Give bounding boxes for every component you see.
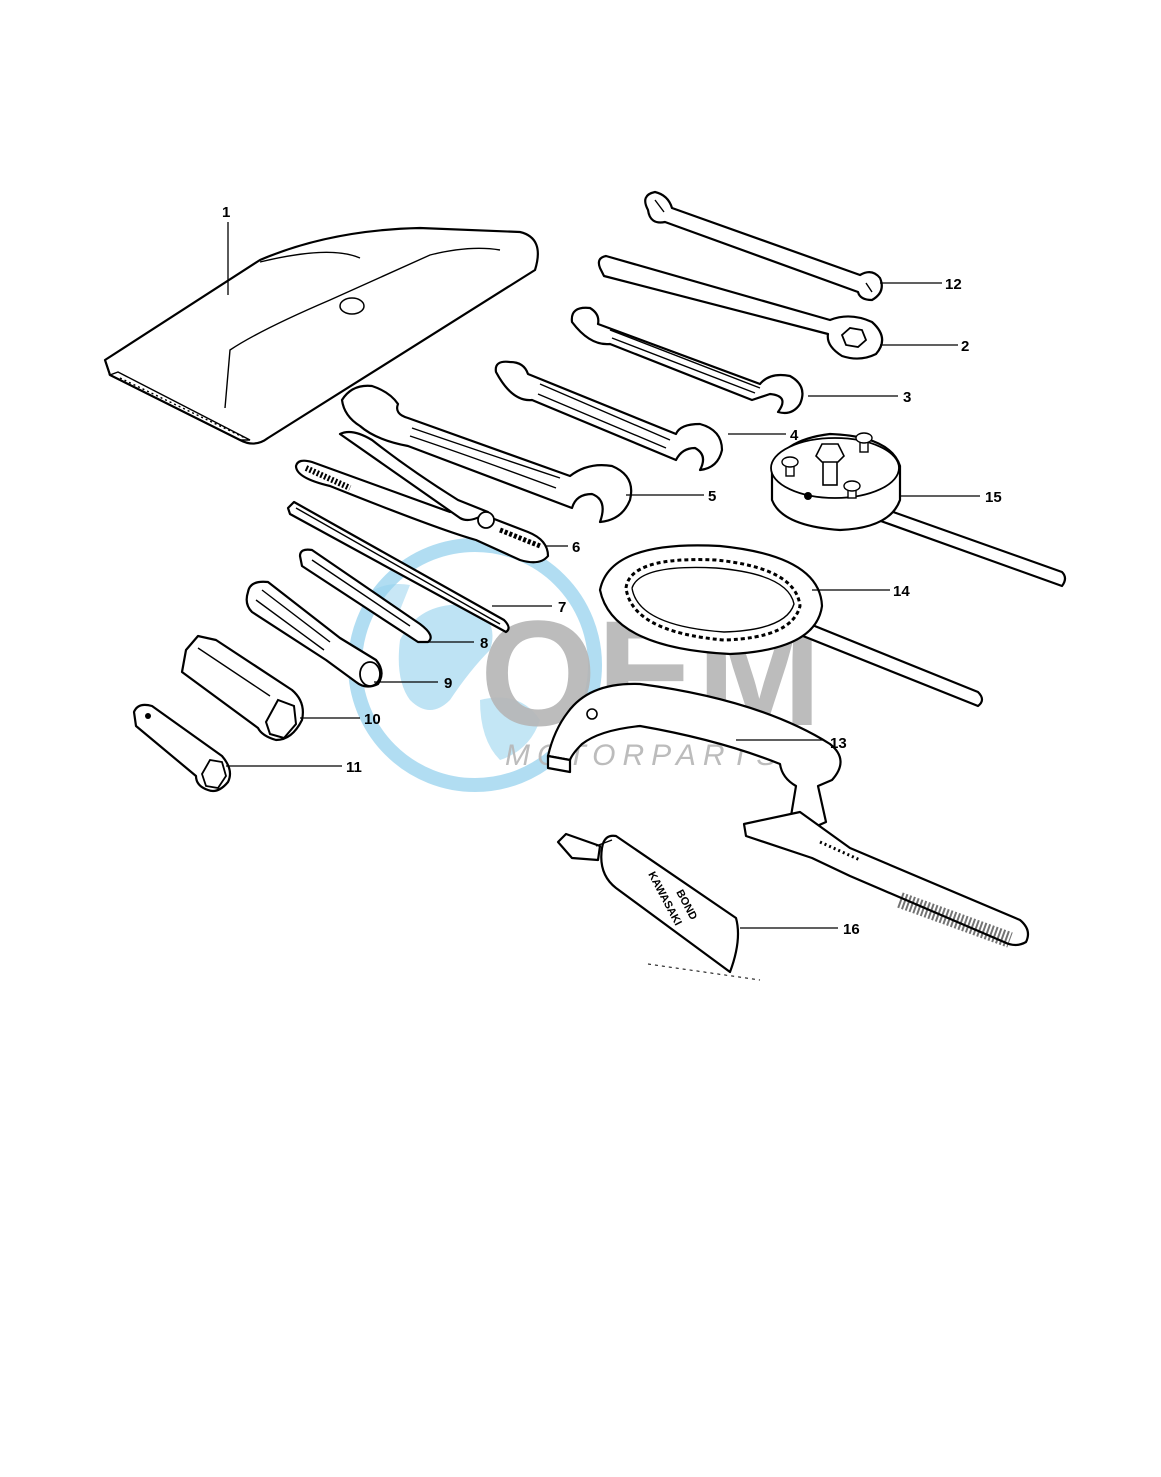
callout-1: 1 [222,204,230,295]
ground-line [647,963,761,981]
screwdriver-handle [245,580,383,688]
valve-spring-compressor [546,682,1030,948]
small-wrench [644,190,883,302]
open-end-wrench-xl [340,384,633,524]
callout-number-2: 2 [961,338,969,355]
callout-16: 16 [740,921,860,938]
callout-14: 14 [812,583,910,600]
callouts: 1 12 2 3 4 5 15 6 [222,204,1002,938]
callout-number-13: 13 [830,735,847,752]
callout-3: 3 [808,389,911,406]
callout-number-10: 10 [364,711,381,728]
callout-number-8: 8 [480,635,488,652]
callout-4: 4 [728,427,799,444]
callout-number-16: 16 [843,921,860,938]
clutch-holder [598,544,984,708]
callout-number-4: 4 [790,427,799,444]
callout-number-1: 1 [222,204,230,221]
callout-10: 10 [300,711,381,728]
callout-number-14: 14 [893,583,910,600]
callout-number-5: 5 [708,488,716,505]
callout-11: 11 [226,759,362,776]
callout-number-11: 11 [346,759,362,776]
tool-bag [103,226,539,445]
callout-6: 6 [546,539,580,556]
bond-tube: KAWASAKI BOND [556,832,740,974]
pliers [294,430,550,564]
callout-8: 8 [422,635,488,652]
callout-7: 7 [492,599,566,616]
flywheel-puller [770,432,1067,588]
box-end-wrench [597,254,884,360]
callout-9: 9 [374,675,452,692]
callout-12: 12 [880,276,962,293]
callout-13: 13 [736,735,847,752]
callout-number-7: 7 [558,599,566,616]
callout-number-3: 3 [903,389,911,406]
open-end-wrench-medium [570,306,804,415]
screwdriver [286,500,510,634]
callout-number-6: 6 [572,539,580,556]
spark-plug-socket [180,634,304,742]
box-socket [132,703,232,793]
open-end-wrench-large [494,360,724,472]
callout-2: 2 [880,338,969,355]
callout-number-15: 15 [985,489,1002,506]
callout-15: 15 [900,489,1002,506]
callout-number-9: 9 [444,675,452,692]
callout-number-12: 12 [945,276,962,293]
callout-5: 5 [626,488,716,505]
